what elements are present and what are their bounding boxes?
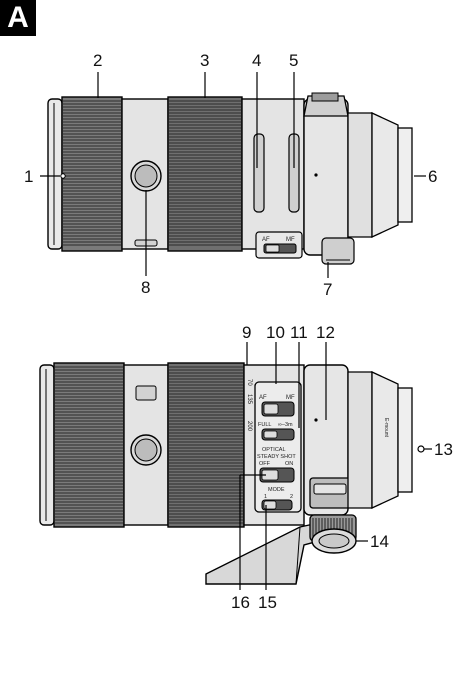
callout-12: 12 <box>316 323 335 342</box>
locking-knob <box>309 514 357 554</box>
callout-15: 15 <box>258 593 277 612</box>
leader-lines <box>40 72 432 590</box>
top-switch-af-label: AF <box>262 237 270 243</box>
zoom-ring <box>167 96 243 252</box>
callout-11: 11 <box>290 323 308 342</box>
callout-14: 14 <box>370 532 389 551</box>
focus-range-3m: ∞–3m <box>278 422 293 428</box>
oss-line2: STEADY SHOT <box>257 454 296 460</box>
zoom-ring-grip <box>169 100 241 246</box>
mount-index <box>417 445 425 453</box>
callout-5: 5 <box>289 51 298 70</box>
callout-6: 6 <box>428 167 437 186</box>
callout-9: 9 <box>242 323 251 342</box>
tripod-foot-base <box>321 237 355 265</box>
zoom-mark-200: 200 <box>246 421 252 432</box>
zoom-mark-135: 135 <box>246 394 252 405</box>
top-switch-mf-label: MF <box>286 237 295 243</box>
mount-label: E-mount <box>383 418 389 438</box>
front-ring <box>61 96 123 252</box>
mode-2: 2 <box>290 494 293 500</box>
oss-off: OFF <box>259 461 271 467</box>
tripod-collar <box>303 98 349 256</box>
focus-range-full: FULL <box>258 422 271 428</box>
oss-on: ON <box>285 461 293 467</box>
af-label: AF <box>259 395 267 401</box>
front-ring-grip <box>63 100 121 246</box>
zoom-mark-70: 70 <box>246 379 252 386</box>
callout-3: 3 <box>200 51 209 70</box>
callout-8: 8 <box>141 278 150 297</box>
callout-13: 13 <box>434 440 453 459</box>
mode-label: MODE <box>268 487 285 493</box>
mf-label: MF <box>286 395 295 401</box>
callout-16: 16 <box>231 593 250 612</box>
top-lens-illustration: AF MF <box>47 92 413 265</box>
callout-2: 2 <box>93 51 102 70</box>
oss-line1: OPTICAL <box>262 447 286 453</box>
bottom-lens-illustration: 70 135 200 AF MF FULL ∞–3m OPTICAL STEAD… <box>39 362 425 585</box>
callout-numbers: 1 2 3 4 5 6 7 8 9 10 11 12 13 14 15 16 <box>24 51 453 612</box>
callout-10: 10 <box>266 323 285 342</box>
callout-1: 1 <box>24 167 33 186</box>
figure-label: A <box>0 0 36 36</box>
lens-mount <box>397 127 413 223</box>
mode-1: 1 <box>264 494 267 500</box>
callout-4: 4 <box>252 51 261 70</box>
focus-hold-button-1 <box>253 133 265 213</box>
callout-7: 7 <box>323 280 332 299</box>
front-lens-edge <box>47 98 63 250</box>
